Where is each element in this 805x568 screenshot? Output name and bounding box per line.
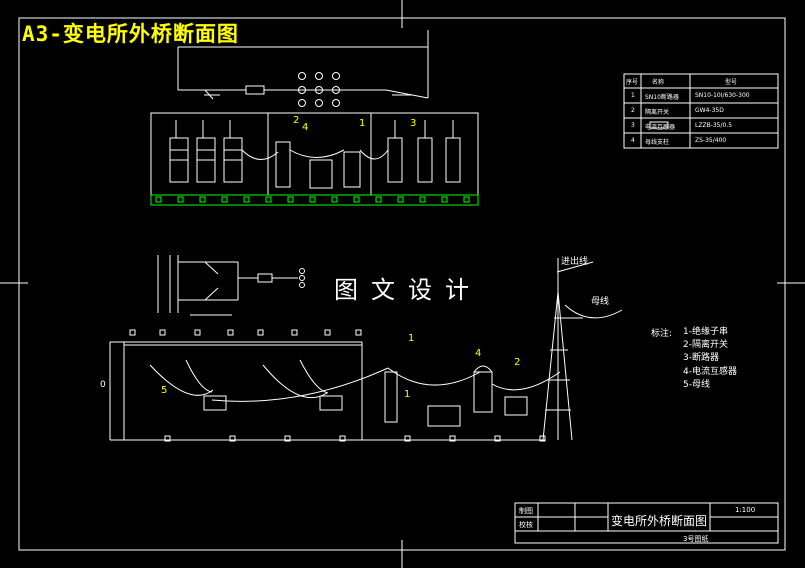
bottom-elevation-view	[109, 255, 623, 441]
bom-header-no: 序号	[626, 79, 639, 86]
title-block-drawn-label: 制图	[519, 507, 533, 515]
foundation-mark	[463, 196, 470, 203]
drawing-title: A3-变电所外桥断面图	[22, 22, 239, 46]
foundation-mark	[177, 196, 184, 203]
bom-row-name: SN10断路器	[645, 94, 679, 101]
foundation-mark	[353, 196, 360, 203]
bom-row-name: 母线支柱	[645, 139, 670, 146]
title-block-drawing-title: 变电所外桥断面图	[611, 514, 708, 528]
foundation-mark	[355, 329, 362, 336]
right-bay-insulators	[387, 120, 461, 183]
foundation-mark	[494, 435, 501, 442]
callout-number: 4	[475, 348, 482, 359]
foundation-mark	[265, 196, 272, 203]
title-block-checked-label: 校核	[519, 521, 533, 529]
foundation-mark	[194, 329, 201, 336]
foundation-mark	[331, 196, 338, 203]
legend-item: 3-断路器	[683, 353, 719, 364]
legend-list: 1-绝缘子串 2-隔离开关 3-断路器 4-电流互感器 5-母线	[683, 326, 737, 392]
foundation-mark	[199, 196, 206, 203]
callout-number: 3	[410, 118, 417, 129]
callout-number: 5	[161, 385, 168, 396]
left-bay-insulators	[169, 120, 243, 183]
legend-heading: 标注:	[651, 329, 673, 339]
foundation-mark	[155, 196, 162, 203]
bom-row-name: 电流互感器	[645, 124, 676, 131]
title-block-grid	[514, 502, 779, 544]
legend-item: 4-电流互感器	[683, 366, 737, 377]
callout-number: 1	[359, 118, 366, 129]
foundation-mark	[243, 196, 250, 203]
foundation-mark	[164, 435, 171, 442]
foundation-mark	[229, 435, 236, 442]
title-block-scale: 1:100	[735, 506, 756, 514]
legend-item: 5-母线	[683, 379, 710, 390]
foundation-mark	[441, 196, 448, 203]
bom-table-grid	[623, 73, 779, 149]
callout-number: 2	[293, 115, 300, 126]
bom-row-no: 2	[631, 107, 635, 114]
callout-number: 1	[408, 333, 415, 344]
top-plan-view	[150, 112, 479, 196]
foundation-mark	[404, 435, 411, 442]
bom-header-model: 型号	[725, 79, 738, 86]
watermark-text: 图文设计	[334, 276, 482, 304]
bottom-foundation-marks	[129, 329, 546, 442]
foundation-mark	[287, 196, 294, 203]
foundation-mark	[539, 435, 546, 442]
callout-number: 2	[514, 357, 521, 368]
foundation-mark	[159, 329, 166, 336]
foundation-mark	[419, 196, 426, 203]
bom-row-model: ZS-35/400	[695, 137, 727, 144]
foundation-mark	[129, 329, 136, 336]
incoming-line-label: 进出线	[561, 257, 589, 267]
foundation-mark	[309, 196, 316, 203]
bom-row-no: 1	[631, 92, 635, 99]
legend-item: 1-绝缘子串	[683, 327, 728, 337]
foundation-mark	[291, 329, 298, 336]
bom-row-name: 隔离开关	[645, 109, 670, 116]
dimension-mark: 0	[100, 380, 106, 390]
foundation-mark	[324, 329, 331, 336]
top-control-circuit	[177, 30, 429, 107]
foundation-mark	[375, 196, 382, 203]
callout-number: 4	[302, 122, 309, 133]
foundation-mark	[257, 329, 264, 336]
bom-row-model: SN10-10I/630-300	[695, 92, 750, 99]
callout-number: 1	[404, 389, 411, 400]
bom-row-model: LZZB-35/0.5	[695, 122, 733, 129]
bus-line-label: 母线	[591, 297, 610, 307]
bom-header-name: 名称	[652, 79, 665, 86]
title-block-sheet: 3号图纸	[683, 535, 709, 543]
bom-row-no: 4	[631, 137, 635, 144]
legend-item: 2-隔离开关	[683, 340, 728, 351]
bom-row-no: 3	[631, 122, 635, 129]
foundation-mark	[449, 435, 456, 442]
bom-row-model: GW4-35D	[695, 107, 724, 114]
foundation-mark	[339, 435, 346, 442]
top-plan-foundation	[150, 194, 479, 206]
foundation-mark	[397, 196, 404, 203]
foundation-mark	[221, 196, 228, 203]
foundation-mark	[284, 435, 291, 442]
foundation-mark	[227, 329, 234, 336]
